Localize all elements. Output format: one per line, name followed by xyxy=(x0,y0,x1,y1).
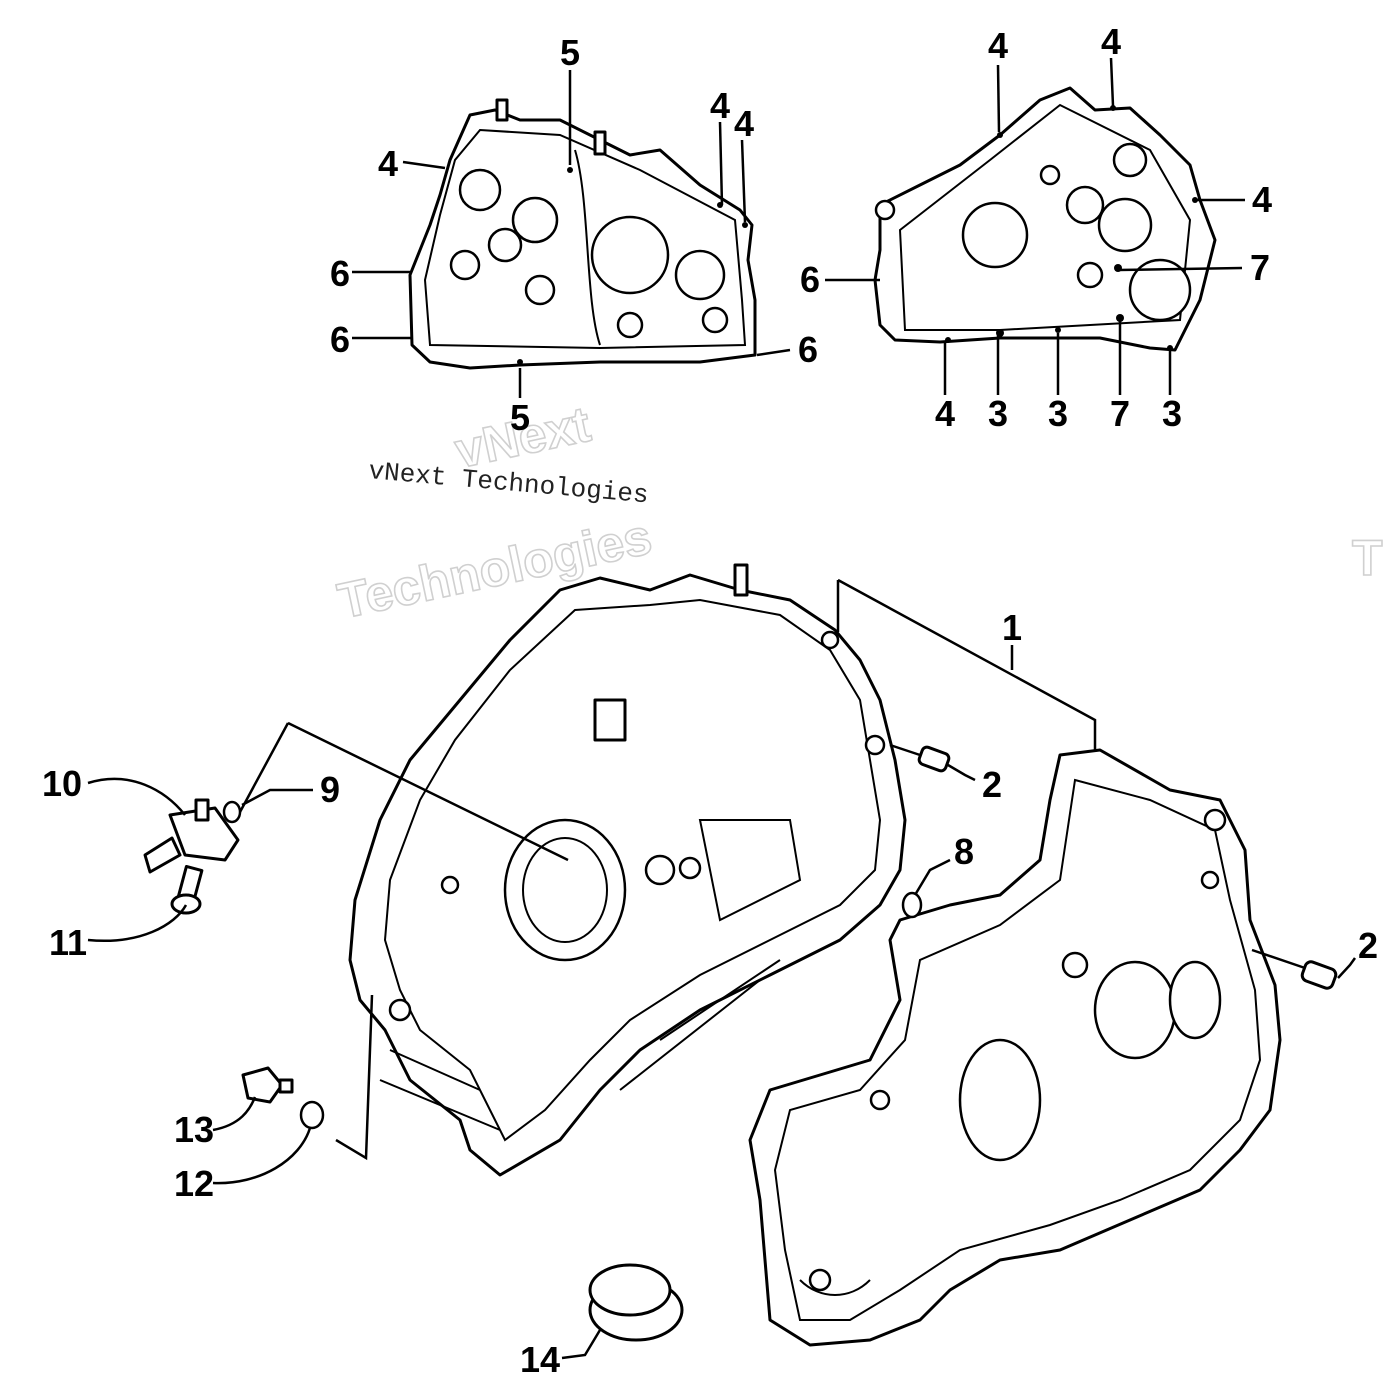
bolt-11 xyxy=(170,864,204,915)
callout-4-top-right-b: 4 xyxy=(1101,21,1121,62)
end-cap xyxy=(588,1263,684,1342)
callout-8: 8 xyxy=(954,831,974,872)
callout-14: 14 xyxy=(520,1339,560,1380)
callout-6-right-detail: 6 xyxy=(800,259,820,300)
callout-2-right: 2 xyxy=(1358,925,1378,966)
callout-4-right-detail: 4 xyxy=(1252,179,1272,220)
callout-6-lower-left: 6 xyxy=(330,319,350,360)
dowel-pin-right xyxy=(1300,960,1338,990)
dowel-pin-upper xyxy=(917,745,951,773)
left-case-half-detail xyxy=(408,98,757,370)
callout-4-bottom-right-detail: 4 xyxy=(935,393,955,434)
callout-12: 12 xyxy=(174,1163,214,1204)
callout-4-detail-b: 4 xyxy=(734,103,754,144)
drain-plug xyxy=(241,1066,294,1104)
callout-5-top: 5 xyxy=(560,32,580,73)
callout-3-c: 3 xyxy=(1162,393,1182,434)
watermark: vNext Technologies vNext Technologies T xyxy=(332,395,1383,630)
callout-2-upper: 2 xyxy=(982,764,1002,805)
callout-11: 11 xyxy=(49,922,87,963)
callout-6-upper-left: 6 xyxy=(330,253,350,294)
callout-labels: 1 2 2 8 9 10 11 13 12 14 5 5 4 4 4 6 6 6… xyxy=(42,21,1378,1380)
callout-4-detail-a: 4 xyxy=(710,85,730,126)
washer-12 xyxy=(299,1100,325,1130)
callout-4-left-detail: 4 xyxy=(378,143,398,184)
washer-9 xyxy=(222,800,242,824)
callout-6-left-detail-right: 6 xyxy=(798,329,818,370)
crankcase-left-half xyxy=(348,563,907,1177)
callout-7-bottom: 7 xyxy=(1110,393,1130,434)
callout-10: 10 xyxy=(42,763,82,804)
o-ring xyxy=(901,891,923,919)
breather-fitting xyxy=(143,798,240,874)
right-case-half-detail xyxy=(873,86,1217,352)
callout-5-bottom: 5 xyxy=(510,397,530,438)
callout-4-top-right-a: 4 xyxy=(988,25,1008,66)
watermark-edge-letter: T xyxy=(1352,530,1383,586)
callout-1: 1 xyxy=(1002,607,1022,648)
callout-13: 13 xyxy=(174,1109,214,1150)
callout-9: 9 xyxy=(320,769,340,810)
leader-lines xyxy=(87,57,1357,1360)
crankcase-right-half xyxy=(748,748,1282,1347)
callout-3-b: 3 xyxy=(1048,393,1068,434)
callout-7-right: 7 xyxy=(1250,247,1270,288)
callout-3-a: 3 xyxy=(988,393,1008,434)
